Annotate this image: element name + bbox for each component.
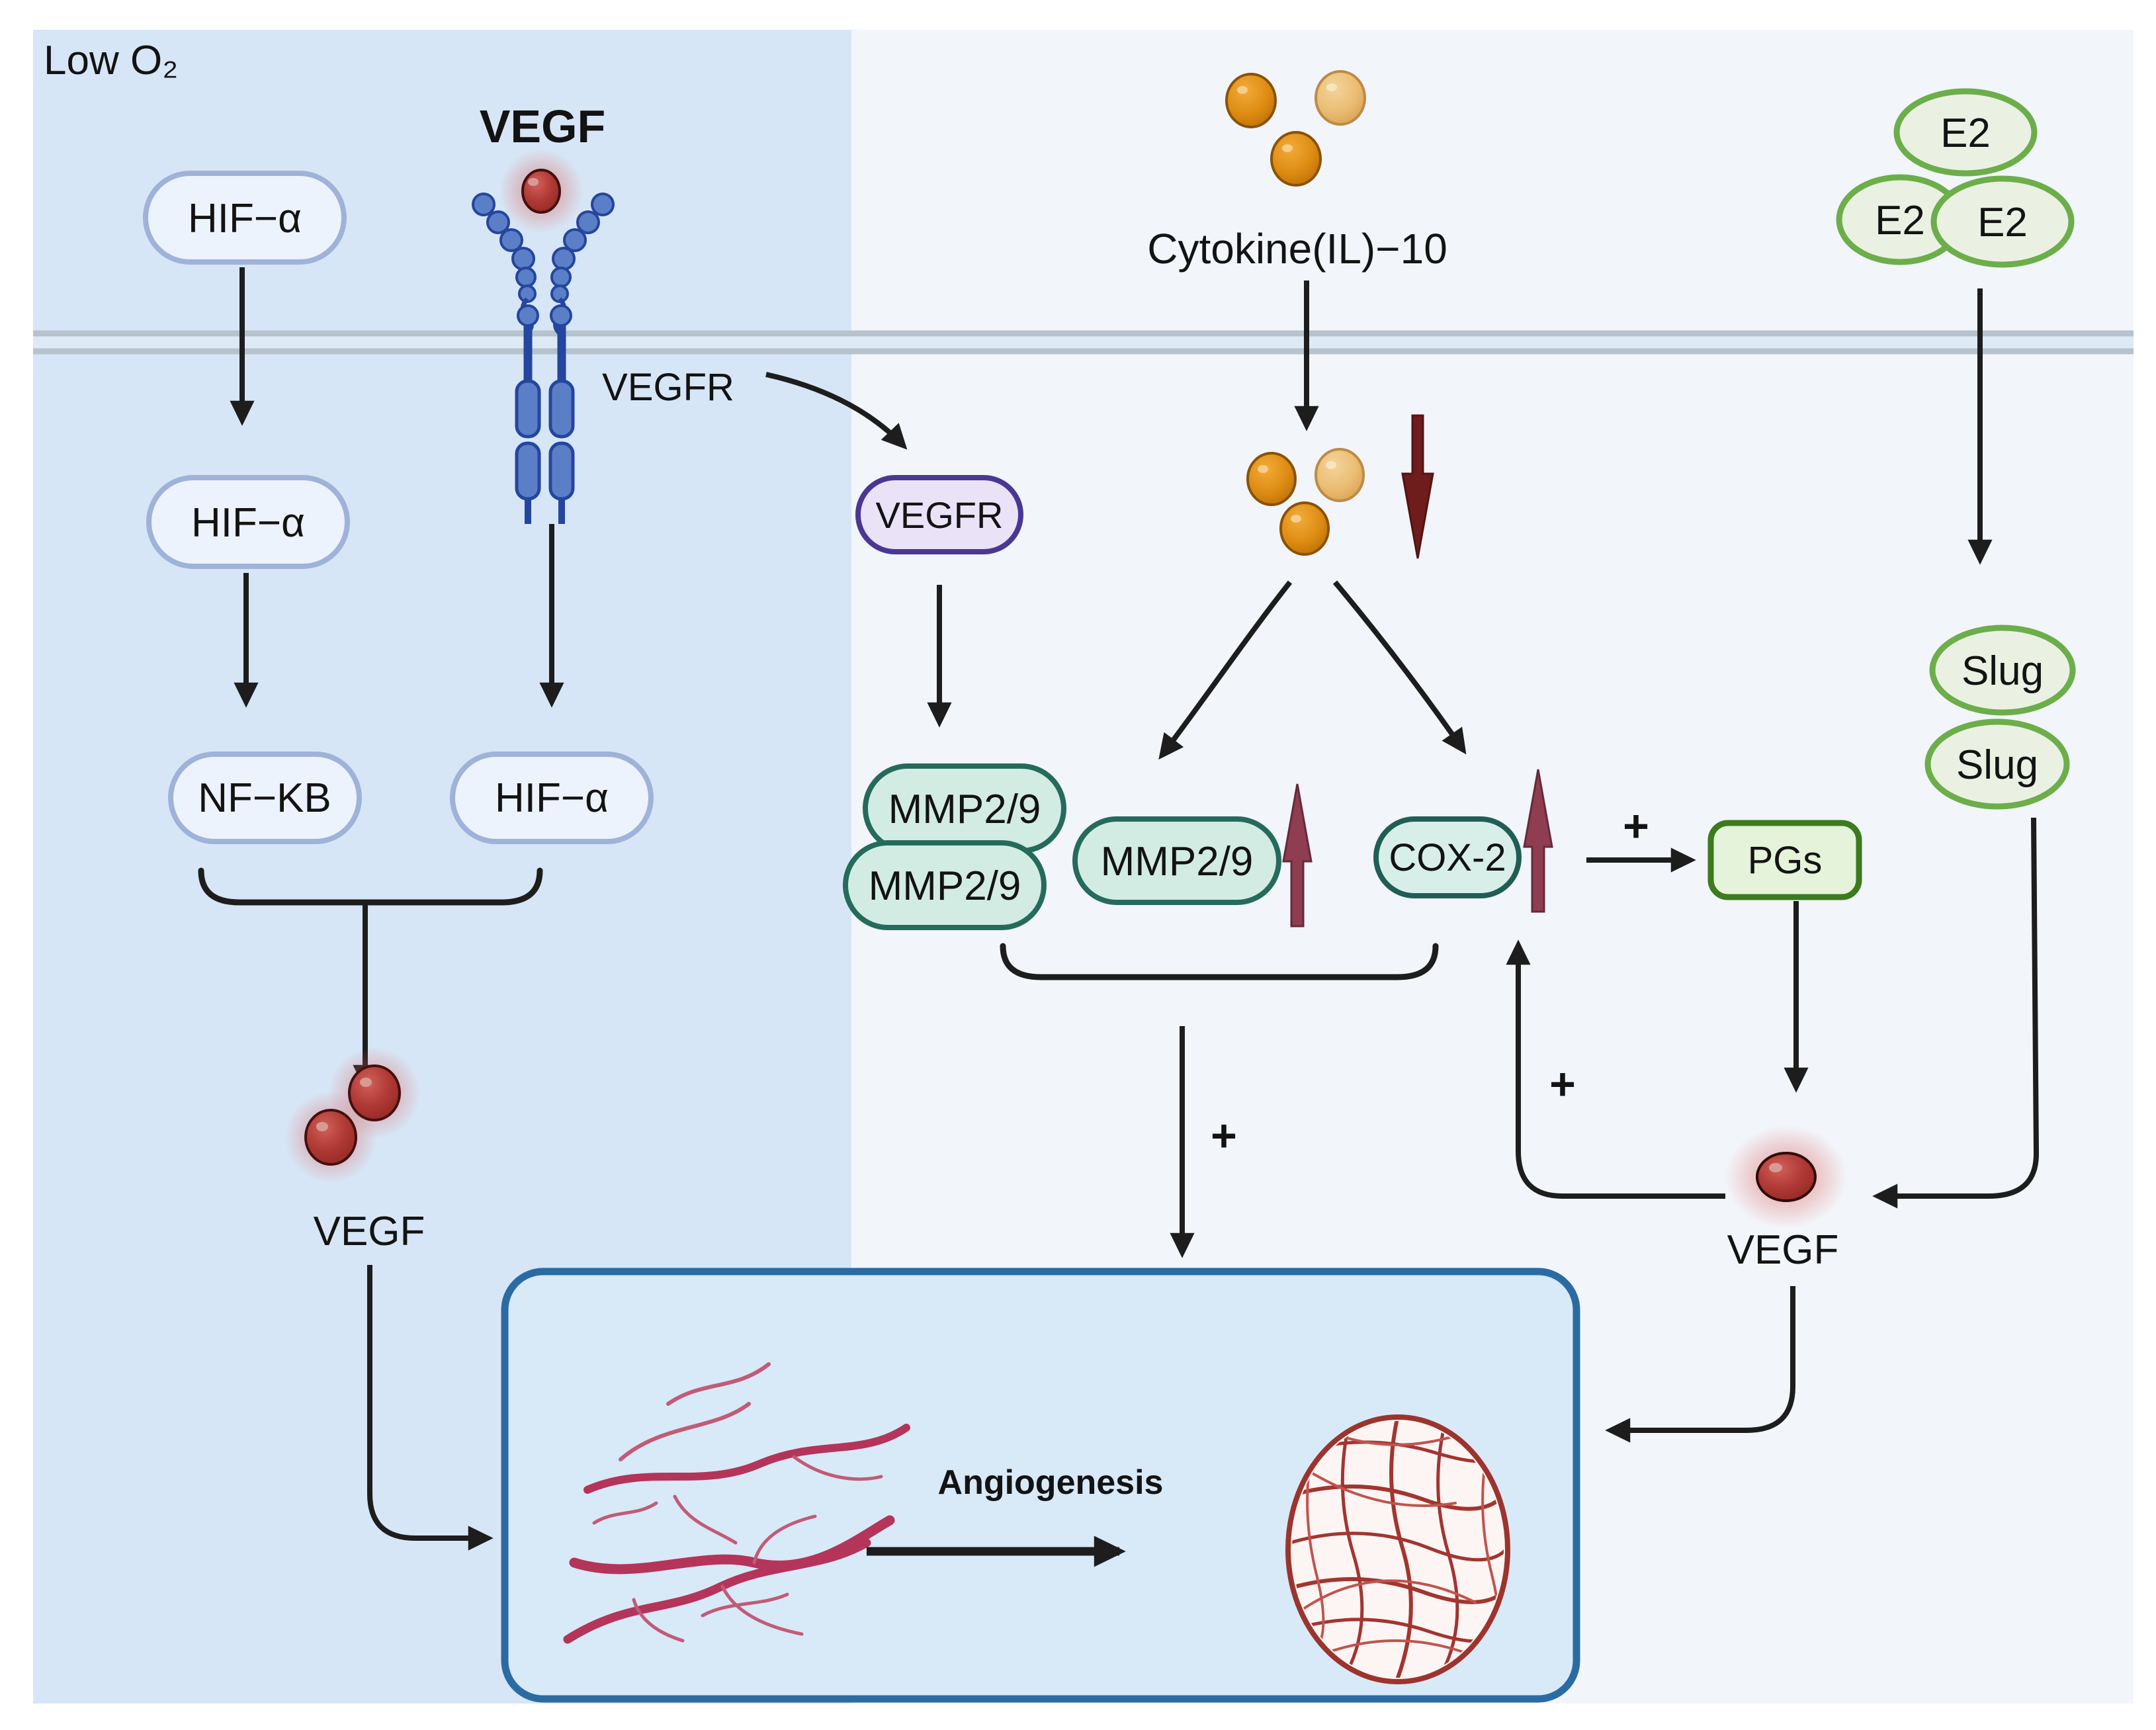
node-hif-alpha-nucleus-label: HIF−α <box>495 775 609 821</box>
cytokine-label: Cytokine(IL)−10 <box>1147 225 1447 273</box>
vascularized-tumor-icon <box>1285 1414 1510 1684</box>
arrow-vegf-left-to-box <box>367 1265 494 1551</box>
node-mmp-upregulated-label: MMP2/9 <box>1101 839 1254 885</box>
node-e2-right: E2 <box>1930 175 2075 268</box>
node-cox2-label: COX-2 <box>1389 836 1506 879</box>
low-oxygen-label: Low O₂ <box>44 38 178 83</box>
bracket-nfkb-hif <box>198 867 543 906</box>
plus-feedback: + <box>1549 1059 1576 1109</box>
node-slug-top: Slug <box>1929 625 2076 716</box>
vegf-product-left-label: VEGF <box>314 1209 425 1254</box>
node-mmp-top-label: MMP2/9 <box>888 787 1041 832</box>
vessel-network-icon <box>563 1362 910 1644</box>
vegf-ligand-label: VEGF <box>480 101 606 152</box>
vegf-ligand-ball-icon <box>499 149 583 234</box>
arrow-vegfr-label-to-pill <box>765 372 908 450</box>
node-hif-alpha-top: HIF−α <box>143 171 347 265</box>
plus-to-angiogenesis: + <box>1211 1111 1237 1161</box>
vegf-product-left-icon <box>284 1047 421 1184</box>
node-vegfr-pill-label: VEGFR <box>876 494 1004 536</box>
node-hif-alpha-top-label: HIF−α <box>188 196 302 241</box>
vegf-product-right-icon <box>1725 1125 1847 1229</box>
node-slug-bottom: Slug <box>1924 718 2070 810</box>
node-nf-kb: NF−KB <box>168 752 362 844</box>
angiogenesis-title: Angiogenesis <box>938 1463 1164 1502</box>
node-pgs-label: PGs <box>1748 839 1823 882</box>
cytokine-balls-top-icon <box>1225 70 1366 187</box>
plus-cox2-to-pgs: + <box>1623 801 1649 851</box>
node-mmp-bottom: MMP2/9 <box>843 840 1047 930</box>
node-cox2: COX-2 <box>1373 816 1522 898</box>
node-e2-top-label: E2 <box>1940 110 1991 156</box>
arrow-cytokine-to-cox2 <box>1332 580 1467 755</box>
vegf-product-right-label: VEGF <box>1727 1227 1839 1273</box>
vegfr-membrane-label: VEGFR <box>602 366 734 409</box>
node-mmp-upregulated: MMP2/9 <box>1072 816 1281 905</box>
node-hif-alpha-nucleus: HIF−α <box>450 752 654 844</box>
bracket-mmp-cox <box>1000 943 1439 980</box>
node-hif-alpha-mid-label: HIF−α <box>191 500 305 546</box>
arrow-vegf-right-to-box <box>1605 1286 1795 1443</box>
node-e2-top: E2 <box>1893 88 2038 177</box>
arrow-slug-to-vegf <box>1872 817 2040 1209</box>
node-mmp-top: MMP2/9 <box>863 763 1066 853</box>
node-slug-bottom-label: Slug <box>1956 742 2038 788</box>
node-hif-alpha-mid: HIF−α <box>146 475 350 569</box>
node-e2-right-label: E2 <box>1977 200 2028 245</box>
node-pgs: PGs <box>1707 820 1862 900</box>
increase-arrow-cox2-icon <box>1523 769 1553 913</box>
node-mmp-bottom-label: MMP2/9 <box>869 863 1021 909</box>
cytokine-balls-bottom-icon <box>1246 448 1365 556</box>
arrow-vegf-feedback-to-cox2 <box>1506 939 1725 1199</box>
arrow-cytokine-to-mmp <box>1158 580 1293 760</box>
vegfr-receptor-icon <box>472 193 615 524</box>
decrease-arrow-icon <box>1401 414 1434 559</box>
node-nf-kb-label: NF−KB <box>198 775 331 821</box>
node-e2-left-label: E2 <box>1875 198 1925 243</box>
cell-membrane <box>33 330 2134 355</box>
increase-arrow-mmp-icon <box>1282 783 1313 928</box>
node-vegfr-pill: VEGFR <box>855 475 1023 554</box>
node-slug-top-label: Slug <box>1962 648 2044 694</box>
